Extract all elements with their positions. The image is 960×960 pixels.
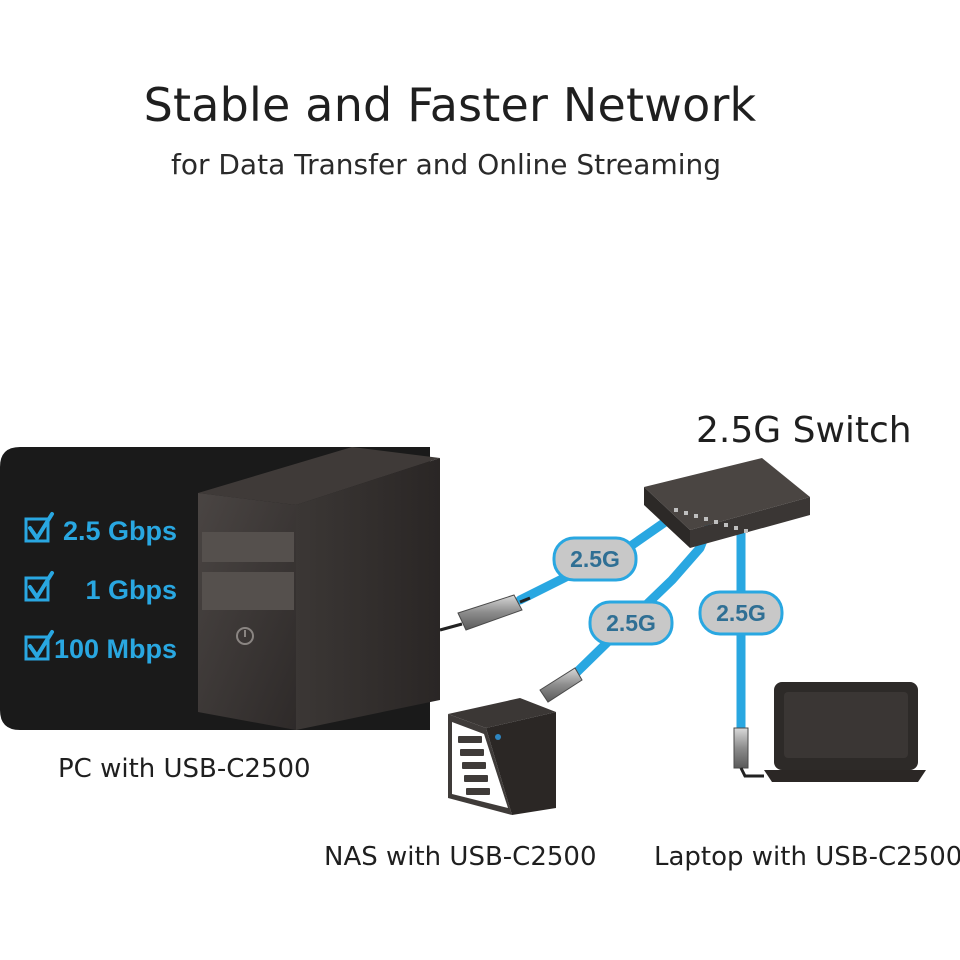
pc-tower [198, 447, 440, 730]
link-speed-label: 2.5G [570, 546, 620, 572]
link-badge-nas: 2.5G [590, 602, 672, 644]
speed-label: 2.5 Gbps [63, 516, 177, 546]
switch-device [644, 458, 810, 548]
switch-label: 2.5G Switch [696, 410, 912, 451]
laptop-device [734, 682, 926, 782]
speed-list: 2.5 Gbps 1 Gbps 100 Mbps [26, 514, 177, 664]
speed-item: 1 Gbps [26, 573, 177, 605]
speed-label: 100 Mbps [54, 634, 177, 664]
pc-label: PC with USB-C2500 [58, 754, 311, 784]
pc-adapter [440, 595, 530, 630]
link-speed-label: 2.5G [716, 600, 766, 626]
speed-item: 100 Mbps [26, 632, 177, 664]
link-speed-label: 2.5G [606, 610, 656, 636]
nas-device [448, 668, 582, 815]
speed-label: 1 Gbps [85, 575, 177, 605]
laptop-label: Laptop with USB-C2500 [654, 842, 960, 872]
nas-label: NAS with USB-C2500 [324, 842, 597, 872]
link-badge-pc: 2.5G [554, 538, 636, 580]
speed-item: 2.5 Gbps [26, 514, 177, 546]
link-badge-laptop: 2.5G [700, 592, 782, 634]
